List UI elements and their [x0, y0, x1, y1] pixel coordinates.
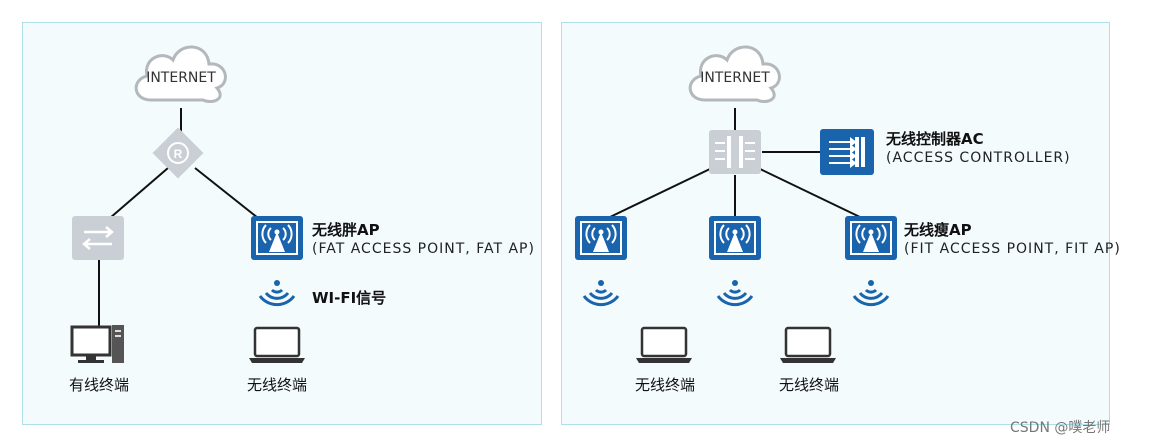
right-wireless-terminal-2-label: 无线终端 — [778, 376, 840, 394]
right-wireless-terminal-1-label: 无线终端 — [634, 376, 696, 394]
fat-ap-subtitle: (FAT ACCESS POINT, FAT AP) — [312, 241, 535, 257]
desktop-pc-icon — [70, 325, 124, 363]
ac-subtitle: (ACCESS CONTROLLER) — [886, 150, 1071, 166]
right-links — [607, 108, 863, 219]
left-links — [98, 108, 259, 326]
left-wifi-signal-icon — [258, 278, 296, 307]
fit-ap-3-wifi-icon — [852, 278, 890, 307]
watermark: CSDN @噗老师 — [1010, 420, 1111, 436]
fit-ap-panel — [561, 22, 1110, 425]
fit-ap-1-wifi-icon — [582, 278, 620, 307]
fat-ap-title: 无线胖AP — [312, 221, 380, 239]
left-internet-label: INTERNET — [146, 70, 216, 86]
ac-title: 无线控制器AC — [886, 130, 984, 148]
core-switch-icon — [709, 130, 761, 174]
fat-ap-icon — [250, 215, 304, 261]
fit-ap-title: 无线瘦AP — [904, 221, 972, 239]
right-internet-label: INTERNET — [700, 70, 770, 86]
right-laptop-2-icon — [778, 326, 838, 365]
left-laptop-icon — [247, 326, 307, 365]
fit-ap-2-wifi-icon — [716, 278, 754, 307]
access-controller-icon — [820, 129, 874, 175]
router-icon: R — [152, 127, 204, 179]
fit-ap-3-icon — [844, 215, 898, 261]
right-laptop-1-icon — [634, 326, 694, 365]
switch-icon — [72, 216, 124, 260]
left-wireless-terminal-label: 无线终端 — [246, 376, 308, 394]
fit-ap-2-icon — [708, 215, 762, 261]
svg-text:R: R — [174, 147, 183, 161]
fit-ap-subtitle: (FIT ACCESS POINT, FIT AP) — [904, 241, 1121, 257]
wired-terminal-label: 有线终端 — [68, 376, 130, 394]
fit-ap-1-icon — [574, 215, 628, 261]
wifi-signal-label: WI-FI信号 — [312, 289, 387, 307]
